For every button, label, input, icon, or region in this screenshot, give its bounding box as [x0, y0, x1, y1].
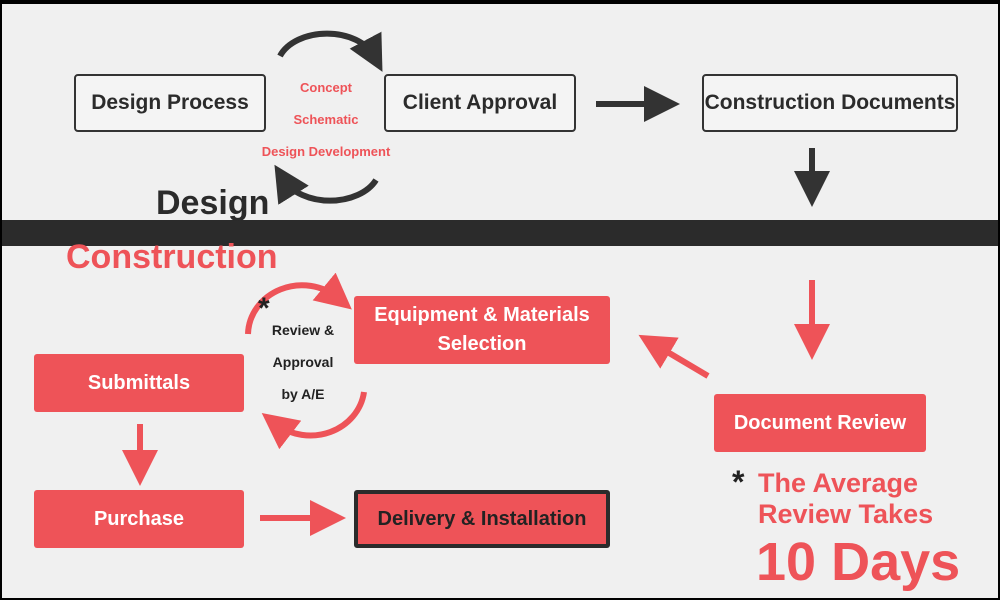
design-cycle-bottom-arrow	[274, 164, 379, 205]
average-review-note: The Average Review Takes	[758, 468, 933, 530]
delivery-installation-box: Delivery & Installation	[354, 490, 610, 548]
document-review-label: Document Review	[733, 411, 907, 434]
review-line-3: by A/E	[281, 386, 325, 402]
note-line-2: Review Takes	[758, 499, 934, 529]
design-cycle-top-arrow	[277, 30, 383, 72]
design-steps: Concept Schematic Design Development	[256, 72, 396, 168]
construction-documents-label: Construction Documents	[704, 91, 956, 114]
purchase-label: Purchase	[93, 507, 185, 530]
design-process-label: Design Process	[91, 91, 249, 114]
document-review-box: Document Review	[714, 394, 926, 452]
review-line-1: Review &	[271, 322, 335, 338]
review-approval-text: Review & Approval by A/E	[248, 314, 358, 410]
client-approval-box: Client Approval	[384, 74, 576, 132]
review-asterisk: *	[258, 292, 270, 325]
submittals-label: Submittals	[87, 371, 191, 394]
client-approval-label: Client Approval	[402, 91, 558, 114]
review-line-2: Approval	[272, 354, 334, 370]
ten-days-label: 10 Days	[756, 532, 961, 592]
submittals-box: Submittals	[34, 354, 244, 412]
design-section-label: Design	[156, 184, 270, 222]
equipment-label-line1: Equipment & Materials	[374, 304, 590, 326]
section-divider	[2, 220, 998, 246]
step-schematic: Schematic	[293, 112, 359, 127]
review-cycle-top-arrow	[245, 272, 352, 335]
purchase-box: Purchase	[34, 490, 244, 548]
step-design-development: Design Development	[261, 144, 391, 159]
review-cycle-bottom-arrow	[261, 391, 367, 450]
design-process-box: Design Process	[74, 74, 266, 132]
equipment-label-line2: Selection	[437, 333, 527, 355]
step-concept: Concept	[300, 80, 352, 95]
equipment-selection-box: Equipment & Materials Selection	[354, 296, 610, 364]
arrow-layer	[122, 30, 830, 536]
note-asterisk: *	[732, 464, 745, 500]
note-line-1: The Average	[758, 468, 919, 498]
diagram-canvas: Design Process Concept Schematic Design …	[2, 4, 998, 598]
arrow-to-equipment	[638, 334, 710, 379]
delivery-installation-label: Delivery & Installation	[377, 507, 587, 530]
construction-section-label: Construction	[66, 238, 278, 276]
construction-documents-box: Construction Documents	[702, 74, 958, 132]
